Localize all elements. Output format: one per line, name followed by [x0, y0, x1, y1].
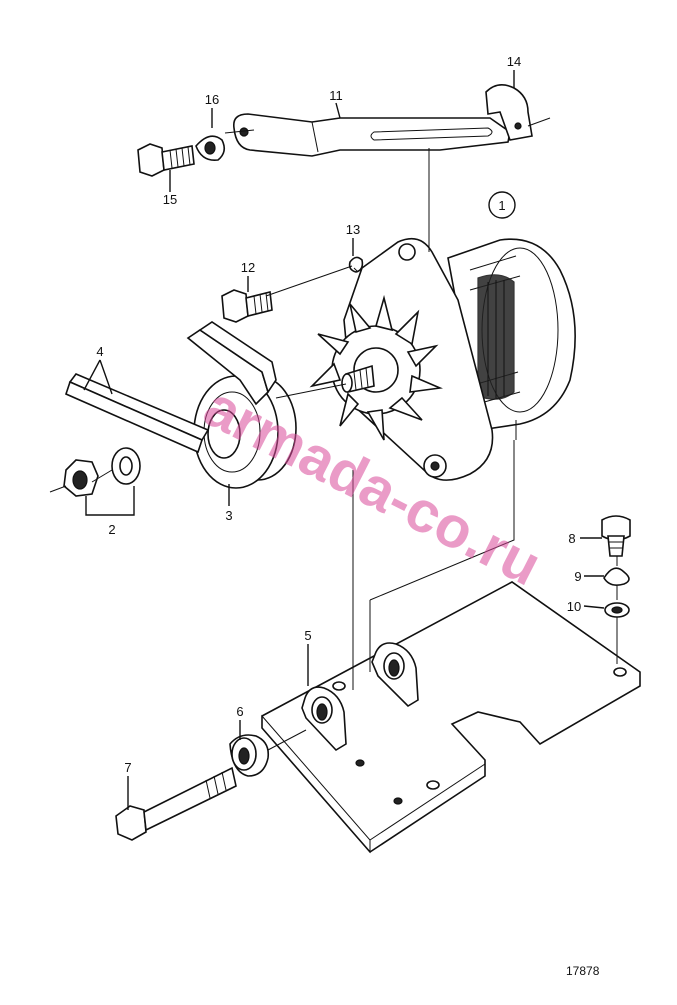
callout-6: 6 — [236, 704, 243, 719]
callout-labels: 1 2 3 4 5 6 7 8 9 10 11 12 13 14 15 16 — [96, 54, 581, 775]
callout-5: 5 — [304, 628, 311, 643]
callout-leaders — [83, 70, 605, 810]
callout-12: 12 — [241, 260, 255, 275]
callout-4: 4 — [96, 344, 103, 359]
callout-14: 14 — [507, 54, 521, 69]
clamp — [485, 84, 551, 141]
nut-and-washer — [49, 447, 141, 497]
callout-8: 8 — [568, 531, 575, 546]
callout-13: 13 — [346, 222, 360, 237]
callout-10: 10 — [567, 599, 581, 614]
callout-16: 16 — [205, 92, 219, 107]
drawing-number: 17878 — [566, 964, 600, 978]
alternator — [309, 237, 576, 481]
bolt-and-washer-mid — [221, 256, 364, 323]
callout-9: 9 — [574, 569, 581, 584]
long-bolt-and-spacer — [115, 734, 270, 841]
callout-2: 2 — [108, 522, 115, 537]
adjusting-bracket — [232, 113, 511, 157]
v-belts — [65, 321, 277, 454]
callout-11: 11 — [329, 88, 343, 103]
leader-lines — [91, 129, 618, 751]
callout-7: 7 — [124, 760, 131, 775]
mounting-plate — [261, 581, 641, 854]
bolt-and-washer-top — [137, 135, 226, 177]
callout-3: 3 — [225, 508, 232, 523]
callout-1: 1 — [498, 198, 505, 213]
assembly-callout-circle — [488, 191, 516, 219]
callout-15: 15 — [163, 192, 177, 207]
bolt-and-washers-right — [601, 515, 631, 618]
